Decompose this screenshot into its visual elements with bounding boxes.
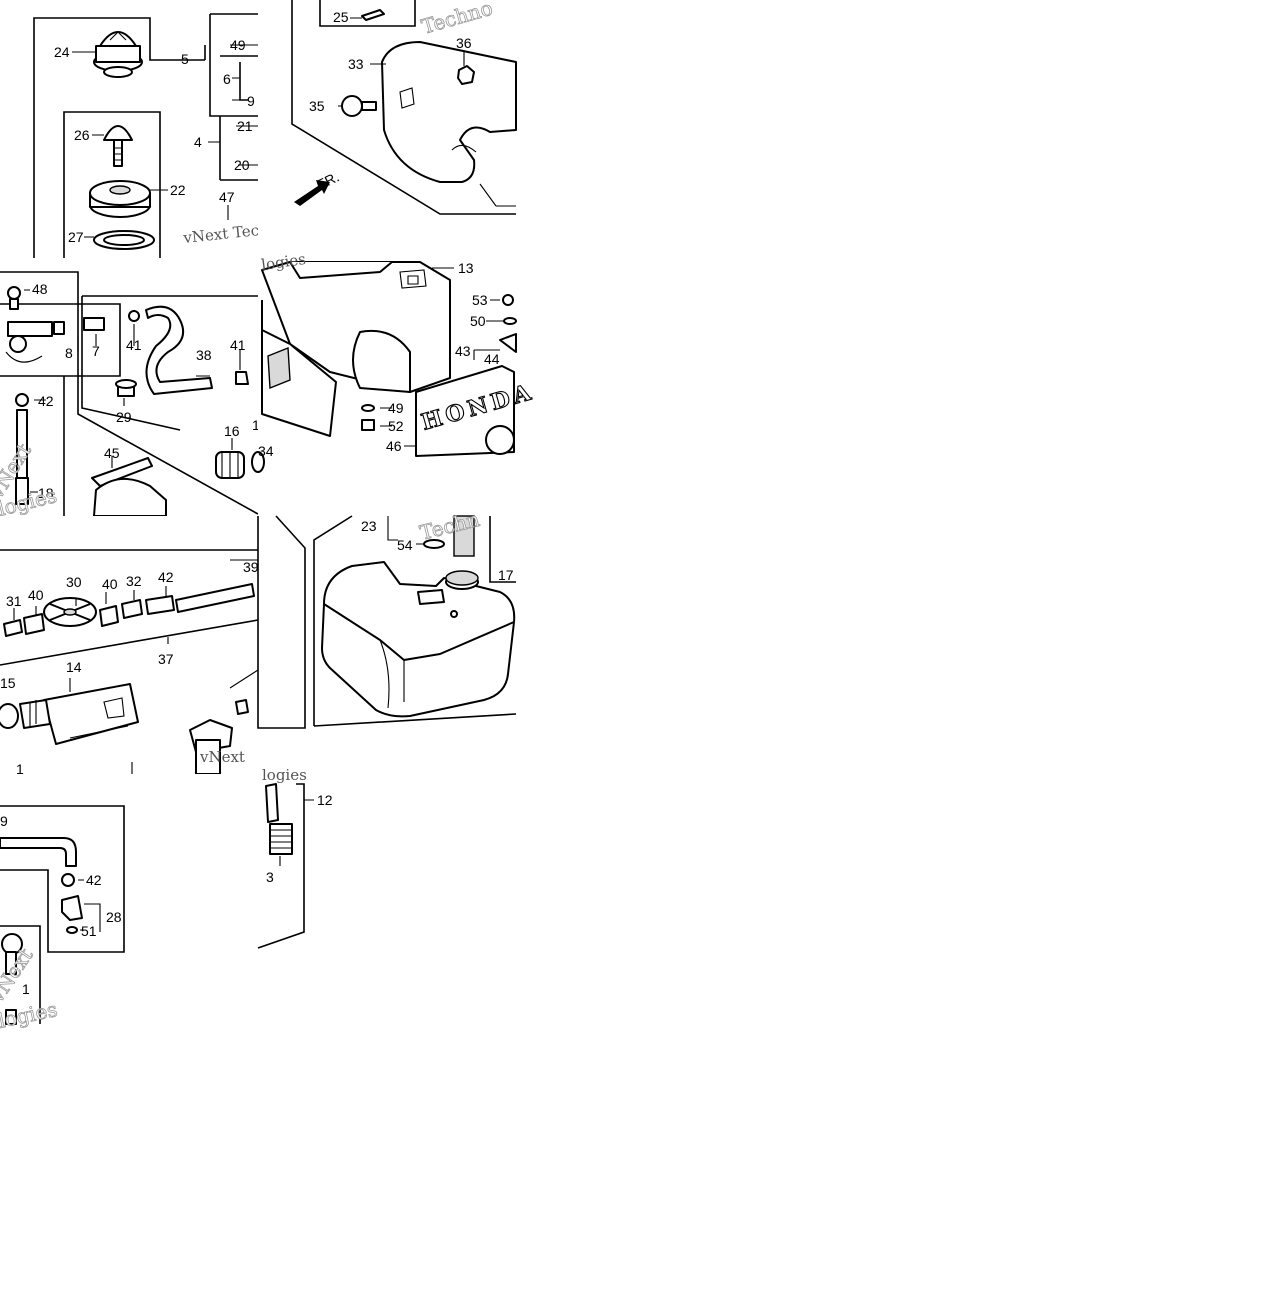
tile-top-middle: 25 33 36 35 FR. Techno	[258, 0, 517, 258]
part-22-seal	[89, 180, 151, 218]
callout-9: 9	[247, 93, 255, 109]
part-51-washer	[66, 926, 78, 934]
callout-45: 45	[104, 445, 120, 461]
part-45-strap	[91, 457, 153, 487]
callout-26: 26	[74, 127, 90, 143]
callout-8: 8	[65, 345, 73, 361]
callout-7: 7	[92, 343, 100, 359]
part-42-fitting	[145, 595, 175, 615]
callout-4: 4	[194, 134, 202, 150]
callout-33: 33	[348, 56, 364, 72]
callout-18: 18	[38, 485, 54, 501]
part-28-valve	[61, 895, 83, 921]
callout-40-b: 40	[28, 587, 44, 603]
part-50-washer	[503, 317, 517, 325]
part-24-cap	[93, 31, 143, 78]
callout-15: 15	[0, 675, 16, 691]
part-33-cover	[381, 41, 517, 183]
front-direction-arrow	[294, 180, 330, 206]
callout-48: 48	[32, 281, 48, 297]
callout-44: 44	[484, 351, 500, 367]
part-3-filter	[269, 823, 293, 855]
tile-top-left: 24 26 22 27 5 49 6 9 21 4 20 47 vNext Te…	[0, 0, 260, 258]
callout-38: 38	[196, 347, 212, 363]
tile-middle-center: HONDA 13 53 50 43 44 49 52 46 34 logies	[251, 250, 538, 516]
part-fitting-assembly	[5, 321, 65, 363]
tile-lower-center: 23 54 17 Techn	[257, 506, 517, 774]
callout-35: 35	[309, 98, 325, 114]
callout-42-c: 42	[86, 872, 102, 888]
part-return-hose	[0, 837, 77, 867]
callout-52: 52	[388, 418, 404, 434]
callout-37: 37	[158, 651, 174, 667]
watermark-j: logies	[262, 766, 307, 784]
callout-17: 17	[498, 567, 514, 583]
tile-lower-left: 39 42 32 40 30 40 31 37 14 15 1 vNext	[0, 516, 259, 777]
callout-28: 28	[106, 909, 122, 925]
callout-53: 53	[472, 292, 488, 308]
part-38-hose	[145, 305, 213, 395]
part-53-screw	[502, 294, 514, 306]
part-12-tube	[265, 783, 279, 823]
callout-5: 5	[181, 51, 189, 67]
callout-42-b: 42	[158, 569, 174, 585]
part-49-washer	[361, 404, 375, 412]
callout-29: 29	[116, 409, 132, 425]
callout-9-b: 9	[0, 813, 8, 829]
callout-43: 43	[455, 343, 471, 359]
callout-25: 25	[333, 9, 349, 25]
callout-54: 54	[397, 537, 413, 553]
tile-bottom-center: 12 3 logies	[257, 766, 333, 949]
callout-27: 27	[68, 229, 84, 245]
callout-3: 3	[266, 869, 274, 885]
callout-49-b: 49	[388, 400, 404, 416]
callout-20: 20	[234, 157, 250, 173]
part-fuel-tank	[321, 561, 516, 718]
callout-50: 50	[470, 313, 486, 329]
callout-23: 23	[361, 518, 377, 534]
callout-41-a: 41	[126, 337, 142, 353]
part-14-connector	[0, 683, 139, 745]
part-26-knob	[103, 125, 133, 167]
callout-22: 22	[170, 182, 186, 198]
part-35-knob	[341, 95, 363, 117]
callout-14: 14	[66, 659, 82, 675]
callout-36: 36	[456, 35, 472, 51]
callout-1-c: 1	[22, 981, 30, 997]
callout-49-a: 49	[230, 37, 246, 53]
callout-32: 32	[126, 573, 142, 589]
callout-51: 51	[81, 923, 97, 939]
callout-47: 47	[219, 189, 235, 205]
part-25-clip	[361, 9, 385, 21]
callout-12: 12	[317, 792, 333, 808]
tile-middle-left: 48 8 7 41 38 41 29 42 16 45 18 1 vNext l…	[0, 258, 260, 521]
callout-6: 6	[223, 71, 231, 87]
callout-42-a: 42	[38, 393, 54, 409]
part-7-fitting	[83, 317, 105, 331]
part-48-bolt	[7, 286, 21, 300]
part-36-nut	[457, 65, 475, 85]
callout-31: 31	[6, 593, 22, 609]
callout-1-a: 1	[252, 417, 260, 433]
callout-40-a: 40	[102, 576, 118, 592]
callout-1-b: 1	[16, 761, 24, 777]
tile-bottom-left: 9 42 28 51 1 vNext logies	[0, 774, 258, 1033]
callout-34: 34	[258, 443, 274, 459]
callout-21: 21	[237, 118, 253, 134]
callout-46: 46	[386, 438, 402, 454]
callout-13: 13	[458, 260, 474, 276]
part-52-bolt	[361, 419, 375, 431]
part-30-primer-bulb	[43, 597, 97, 627]
part-39-hose	[175, 583, 255, 613]
part-13-case	[261, 261, 451, 437]
callout-41-b: 41	[230, 337, 246, 353]
callout-30: 30	[66, 574, 82, 590]
callout-16: 16	[224, 423, 240, 439]
callout-39: 39	[243, 559, 259, 575]
callout-24: 24	[54, 44, 70, 60]
watermark-f: vNext	[199, 748, 245, 766]
